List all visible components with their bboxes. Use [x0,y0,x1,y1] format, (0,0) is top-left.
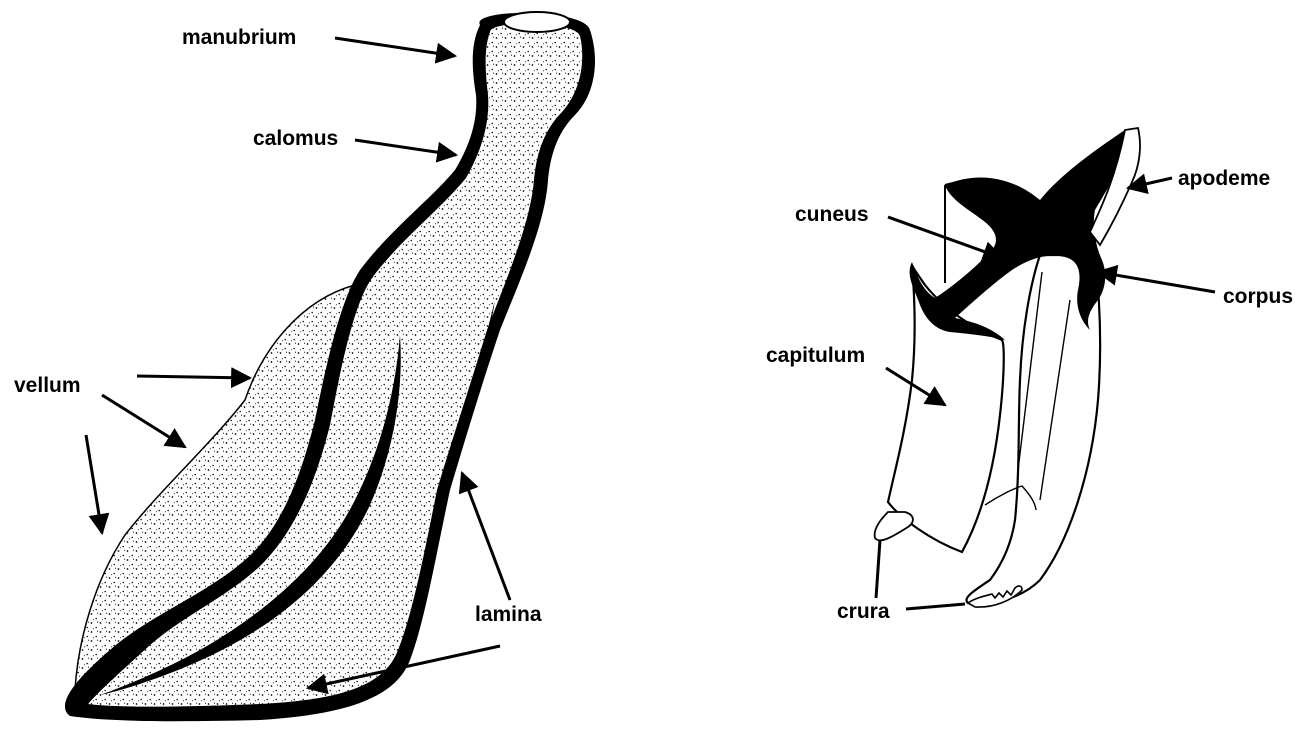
vellum-label: vellum [14,374,81,397]
apodeme-arrow [1128,178,1172,188]
crura-leader-left [876,540,880,598]
crura-leader-right [906,604,965,609]
vellum-arrow-upper [137,376,250,378]
calomus-label: calomus [253,127,338,150]
calomus-arrow [355,140,456,155]
crura-left-tip [875,512,913,540]
corpus-arrow [1098,272,1215,292]
corpus-label: corpus [1223,285,1293,308]
apodeme-label: apodeme [1178,167,1270,190]
right-figure: apodeme cuneus corpus capitulum crura [766,128,1293,623]
cuneus-label: cuneus [795,203,869,226]
lamina-arrow-upper [462,473,510,600]
crura-label: crura [837,600,890,623]
vellum-arrow-lower [86,435,102,533]
capitulum-label: capitulum [766,344,865,367]
manubrium-arrow [335,38,455,56]
lamina-label: lamina [475,603,542,626]
manubrium-label: manubrium [182,26,296,49]
left-figure: manubrium calomus vellum lamina [14,12,595,721]
manubrium-opening [504,12,570,32]
vellum-arrow-middle [102,395,185,447]
